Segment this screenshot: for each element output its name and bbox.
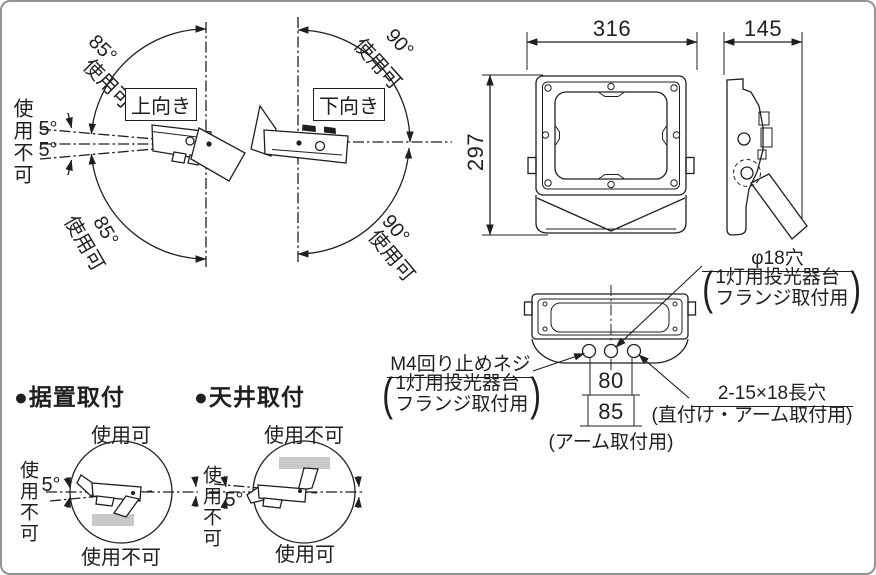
floor-mount-top-label: 使用可 — [91, 425, 151, 447]
slot-note: (直付け・アーム取付用) — [651, 405, 853, 426]
m4-screw-note: ( 1灯用投光器台 フランジ取付用 ) — [380, 367, 544, 420]
phi18-hole-note: ( 1灯用投光器台 フランジ取付用 ) — [700, 261, 864, 314]
lower-90deg-arc — [297, 147, 413, 258]
hole-pitch-outer-dimension: 85 — [598, 399, 624, 424]
ceiling-surface — [279, 457, 330, 469]
m4-screw-hole — [581, 343, 597, 359]
floor-mount-heading: ●据置取付 — [14, 384, 125, 410]
lower-85deg-arc — [88, 153, 207, 263]
fixture-silhouette-ceiling — [246, 467, 319, 509]
front-face-outline — [535, 75, 687, 196]
open-paren: ( — [702, 261, 714, 314]
side-view-drawing — [723, 32, 808, 240]
bottom-flange-curve — [531, 338, 689, 364]
floor-mount-diagram-lines — [46, 440, 199, 544]
ceiling-mount-side-label: 使用不可 — [200, 465, 221, 549]
fixture-silhouette-upward — [151, 124, 246, 182]
side-depth-dimension: 145 — [743, 16, 783, 41]
fixture-silhouette-floor — [76, 474, 142, 518]
front-width-dimension: 316 — [592, 16, 632, 41]
downward-boxed-label: 下向き — [313, 88, 385, 121]
slot-label: 2-15×18長穴 — [691, 378, 853, 407]
fixture-silhouette-downward — [250, 104, 349, 164]
floor-mount-restricted-angle: 5° — [41, 474, 61, 496]
m4-note-line1: 1灯用投光器台 — [395, 373, 520, 394]
upward-range-diagram-lines — [39, 22, 246, 270]
phi18-hole-label: φ18穴 — [702, 243, 853, 272]
phi18-hole — [603, 343, 619, 359]
bottom-view-drawing — [523, 265, 703, 427]
upward-upper-restricted-angle: 5° — [38, 118, 58, 140]
phi18-leader — [615, 265, 703, 348]
upward-restricted-label: 使用不可 — [10, 98, 32, 186]
hole-pitch-dimension-lines — [580, 358, 642, 427]
side-body-outline — [726, 78, 764, 236]
phi18-note-line2: フランジ取付用 — [715, 288, 849, 310]
slot-leader — [638, 354, 690, 399]
side-arm — [750, 173, 808, 240]
upper-90deg-arc — [297, 26, 414, 143]
arm-mount-note: (アーム取付用) — [548, 432, 674, 453]
open-paren: ( — [382, 367, 394, 420]
close-paren: ) — [850, 261, 862, 314]
upward-lower-restricted-angle: 5° — [38, 139, 58, 161]
floor-surface — [92, 514, 134, 526]
front-height-dimension: 297 — [463, 132, 488, 172]
phi18-note-line1: 1灯用投光器台 — [715, 267, 840, 288]
front-screws — [541, 82, 681, 189]
m4-screw-label: M4回り止めネジ — [387, 349, 534, 378]
floor-mount-side-label: 使用不可 — [17, 460, 38, 544]
ceiling-mount-top-label: 使用不可 — [264, 425, 344, 447]
upper-5deg-arrow — [65, 112, 73, 129]
slot-hole — [626, 343, 642, 359]
ceiling-mount-bottom-label: 使用可 — [275, 544, 335, 566]
hole-pitch-inner-dimension: 80 — [598, 368, 624, 393]
front-base-folds — [536, 197, 686, 232]
ceiling-mount-heading: ●天井取付 — [194, 384, 305, 410]
m4-leader — [532, 352, 585, 372]
front-base-outline — [535, 195, 687, 234]
m4-note-line2: フランジ取付用 — [395, 394, 529, 416]
upper-85deg-arc — [88, 25, 207, 135]
left-trunnion-pin — [527, 156, 537, 175]
ceiling-mount-diagram-lines — [209, 440, 362, 544]
bottom-housing-outline — [531, 293, 689, 340]
upward-boxed-label: 上向き — [125, 88, 197, 121]
close-paren: ) — [530, 367, 542, 420]
downward-range-diagram-lines — [250, 17, 452, 264]
lower-5deg-arrow — [65, 159, 73, 176]
ceiling-mount-restricted-angle: 5° — [224, 489, 244, 511]
aiming-knob — [740, 166, 754, 180]
floor-mount-bottom-label: 使用不可 — [81, 547, 161, 569]
front-view-drawing — [482, 32, 698, 236]
right-trunnion-pin — [685, 156, 695, 175]
